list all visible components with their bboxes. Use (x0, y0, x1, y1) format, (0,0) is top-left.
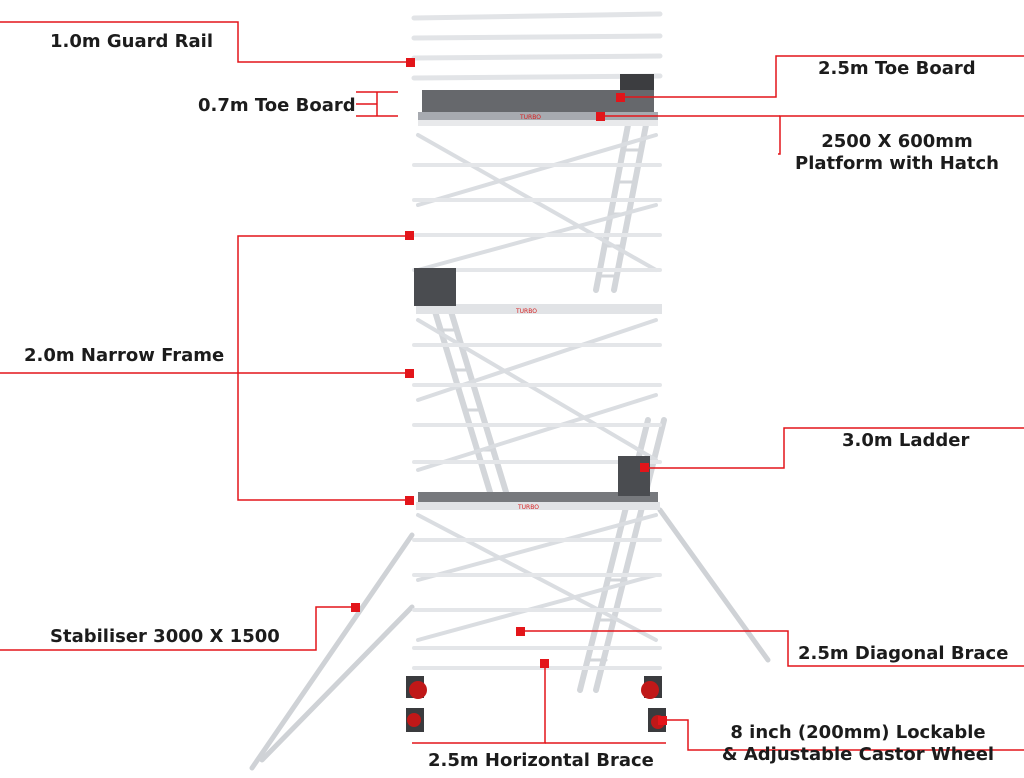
top-platform (418, 74, 658, 126)
lower-platform (416, 456, 660, 510)
marker-toe-board (616, 93, 625, 102)
label-stabiliser: Stabiliser 3000 X 1500 (50, 626, 280, 647)
label-narrow-frame: 2.0m Narrow Frame (24, 345, 225, 366)
leader-lines (0, 21, 1024, 751)
stabiliser-right (657, 507, 771, 663)
label-platform: 2500 X 600mm Platform with Hatch (790, 131, 1004, 175)
frame-rungs (412, 163, 662, 670)
marker-diagonal-brace (516, 627, 525, 636)
label-guard-rail: 1.0m Guard Rail (50, 31, 214, 52)
guard-rails (411, 11, 663, 81)
label-diagonal-brace: 2.5m Diagonal Brace (798, 643, 1009, 664)
marker-frame-mid (405, 369, 414, 378)
marker-ladder (640, 463, 649, 472)
platform-brand-middle: TURBO (515, 308, 537, 315)
marker-frame-top (405, 231, 414, 240)
label-castor-size: 8 inch (200mm) Lockable (730, 722, 986, 743)
label-platform-hatch: Platform with Hatch (795, 153, 999, 174)
marker-guard-rail (406, 58, 415, 67)
platform-brand-top: TURBO (519, 114, 541, 121)
marker-stabiliser (351, 603, 360, 612)
ladder-middle (427, 292, 509, 495)
castor-wheels (406, 676, 666, 732)
label-castor-feature: & Adjustable Castor Wheel (721, 744, 995, 765)
marker-platform (596, 112, 605, 121)
stabiliser-left (249, 532, 415, 771)
middle-deck (414, 268, 662, 314)
platform-brand-lower: TURBO (517, 504, 539, 511)
marker-frame-bottom (405, 496, 414, 505)
marker-horizontal-brace (540, 659, 549, 668)
marker-castor (658, 716, 667, 725)
diagonal-braces (416, 133, 658, 642)
markers (351, 58, 667, 725)
label-ladder: 3.0m Ladder (842, 430, 970, 451)
label-castor: 8 inch (200mm) Lockable & Adjustable Cas… (718, 722, 998, 766)
label-horizontal-brace: 2.5m Horizontal Brace (428, 750, 654, 771)
scaffold-tower: TURBO TURBO TURBO (249, 3, 771, 771)
label-toe-board-height: 0.7m Toe Board (198, 95, 356, 116)
label-toe-board-length: 2.5m Toe Board (818, 58, 976, 79)
ladder-upper (593, 122, 649, 293)
label-platform-size: 2500 X 600mm (821, 131, 973, 152)
